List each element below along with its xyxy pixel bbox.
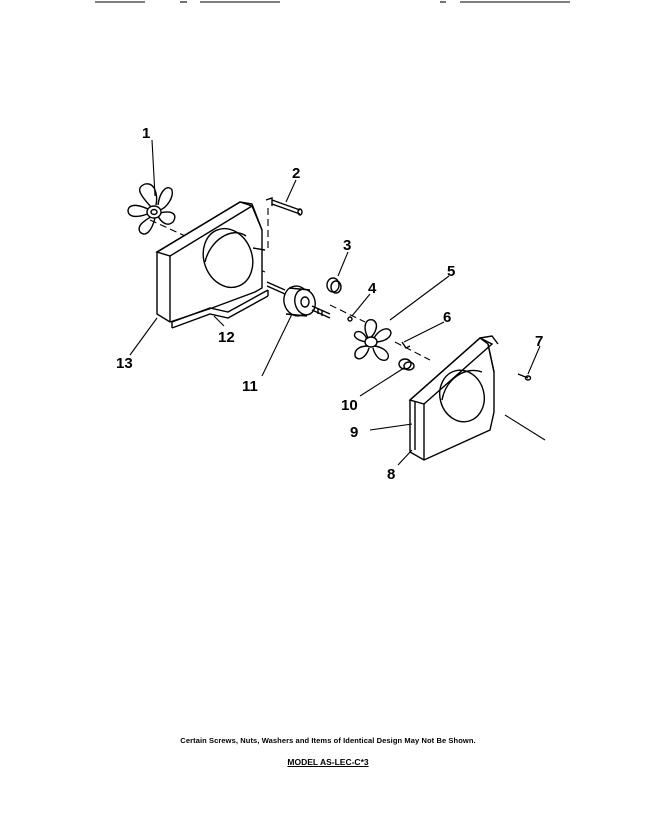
callout-12: 12 [218, 329, 235, 346]
leader-lines [129, 139, 541, 466]
model-number: MODEL AS-LEC-C*3 [287, 757, 369, 767]
callout-7: 7 [535, 333, 543, 350]
callout-6: 6 [443, 309, 451, 326]
callout-1: 1 [142, 125, 150, 142]
part-3-bushing [326, 277, 342, 294]
callouts: 1 2 3 4 5 6 7 8 9 10 11 12 13 [116, 125, 543, 483]
part-1-blower-wheel [127, 183, 176, 235]
part-11-motor [266, 281, 331, 319]
callout-8: 8 [387, 466, 395, 483]
model-label: MODEL AS-LEC-C*3 [0, 757, 656, 767]
callout-13: 13 [116, 355, 133, 372]
axis-extension-line [504, 414, 546, 441]
callout-3: 3 [343, 237, 351, 254]
callout-2: 2 [292, 165, 300, 182]
part-7-screw [517, 373, 532, 381]
part-4-washer [347, 316, 353, 322]
part-6-clip [401, 341, 411, 349]
callout-9: 9 [350, 424, 358, 441]
footer-note: Certain Screws, Nuts, Washers and Items … [180, 736, 476, 745]
part-9-scroll-housing [408, 335, 499, 461]
part-2-rod [265, 197, 303, 250]
part-13-front-panel [155, 201, 266, 323]
part-12-strap [171, 289, 269, 329]
callout-4: 4 [368, 280, 377, 297]
part-10-bearing [398, 358, 415, 371]
callout-5: 5 [447, 263, 455, 280]
callout-10: 10 [341, 397, 358, 414]
part-5-fan-blade [353, 319, 392, 361]
callout-11: 11 [242, 378, 258, 395]
